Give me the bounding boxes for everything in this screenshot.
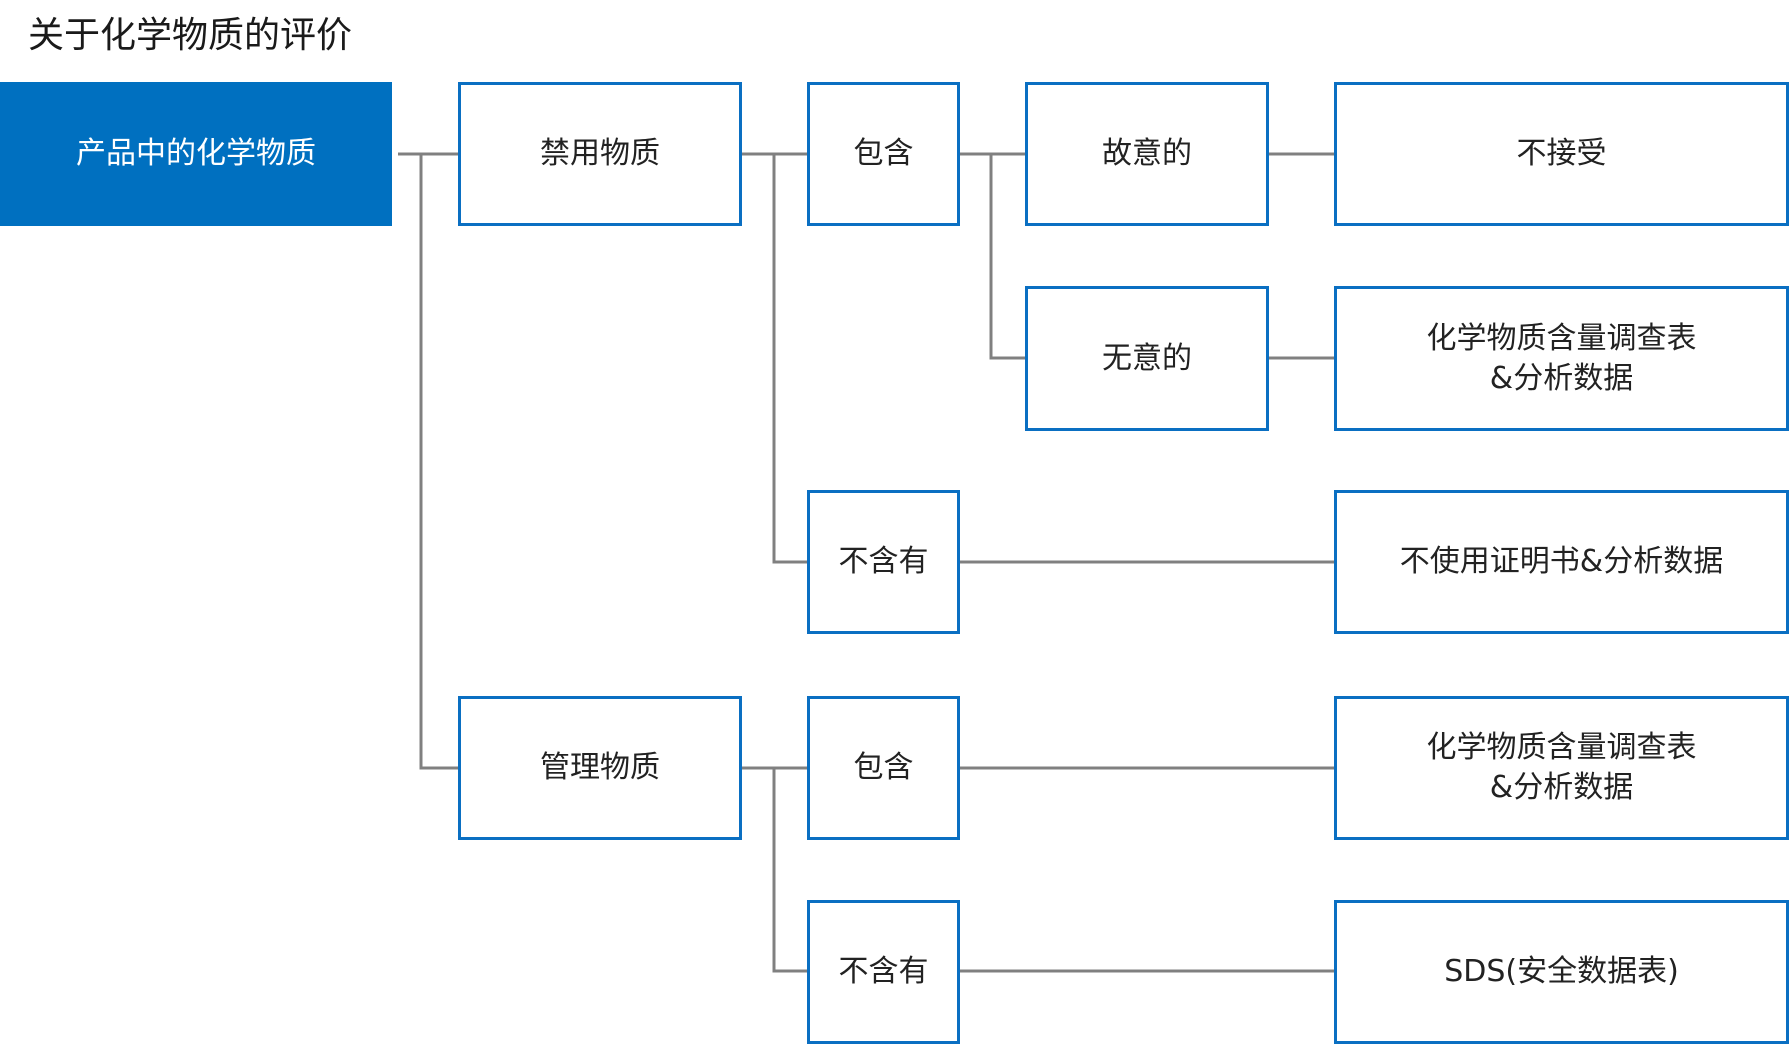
result-managed-not-contains: SDS(安全数据表)	[1334, 900, 1789, 1044]
result-managed-contains-line-1: 化学物质含量调查表	[1426, 730, 1697, 765]
managed-contains-node: 包含	[807, 696, 960, 840]
root-node: 产品中的化学物质	[0, 82, 392, 226]
result-intentional-text: 不接受	[1517, 134, 1607, 174]
managed-contains-label: 包含	[853, 750, 914, 785]
result-managed-not-contains-text: SDS(安全数据表)	[1444, 952, 1679, 992]
result-managed-contains: 化学物质含量调查表 &分析数据	[1334, 696, 1789, 840]
result-unintentional-text: 化学物质含量调查表 &分析数据	[1427, 319, 1697, 399]
page-title: 关于化学物质的评价	[28, 15, 353, 56]
root-node-label: 产品中的化学物质	[76, 136, 316, 171]
result-unintentional-line-2: &分析数据	[1489, 360, 1634, 396]
connector-managed-trunk	[772, 768, 808, 973]
managed-not-contains-label: 不含有	[838, 954, 929, 989]
result-intentional-line-1: 不接受	[1516, 136, 1607, 171]
managed-substance-label: 管理物质	[540, 750, 660, 785]
prohibited-substance-label: 禁用物质	[540, 136, 660, 171]
prohibited-substance-node: 禁用物质	[458, 82, 742, 226]
unintentional-label: 无意的	[1102, 340, 1192, 376]
connector-contains-trunk	[989, 154, 1026, 360]
prohibited-not-contains-node: 不含有	[807, 490, 960, 634]
intentional-node: 故意的	[1025, 82, 1269, 226]
result-prohibited-not-contains-line-1: 不使用证明书&分析数据	[1399, 544, 1724, 579]
result-intentional: 不接受	[1334, 82, 1789, 226]
prohibited-contains-node: 包含	[807, 82, 960, 226]
result-managed-contains-text: 化学物质含量调查表 &分析数据	[1427, 728, 1697, 808]
result-unintentional-line-1: 化学物质含量调查表	[1426, 320, 1697, 356]
result-managed-not-contains-line-1: SDS(安全数据表)	[1444, 954, 1679, 989]
managed-not-contains-node: 不含有	[807, 900, 960, 1044]
result-unintentional: 化学物质含量调查表 &分析数据	[1334, 286, 1789, 431]
prohibited-contains-label: 包含	[853, 136, 914, 171]
managed-substance-node: 管理物质	[458, 696, 742, 840]
intentional-label: 故意的	[1102, 136, 1192, 171]
connector-root-trunk	[419, 154, 459, 770]
unintentional-node: 无意的	[1025, 286, 1269, 431]
result-prohibited-not-contains: 不使用证明书&分析数据	[1334, 490, 1789, 634]
connector-prohibited-trunk	[772, 154, 808, 564]
result-managed-contains-line-2: &分析数据	[1489, 770, 1634, 805]
result-prohibited-not-contains-text: 不使用证明书&分析数据	[1400, 542, 1723, 582]
prohibited-not-contains-label: 不含有	[838, 544, 929, 579]
